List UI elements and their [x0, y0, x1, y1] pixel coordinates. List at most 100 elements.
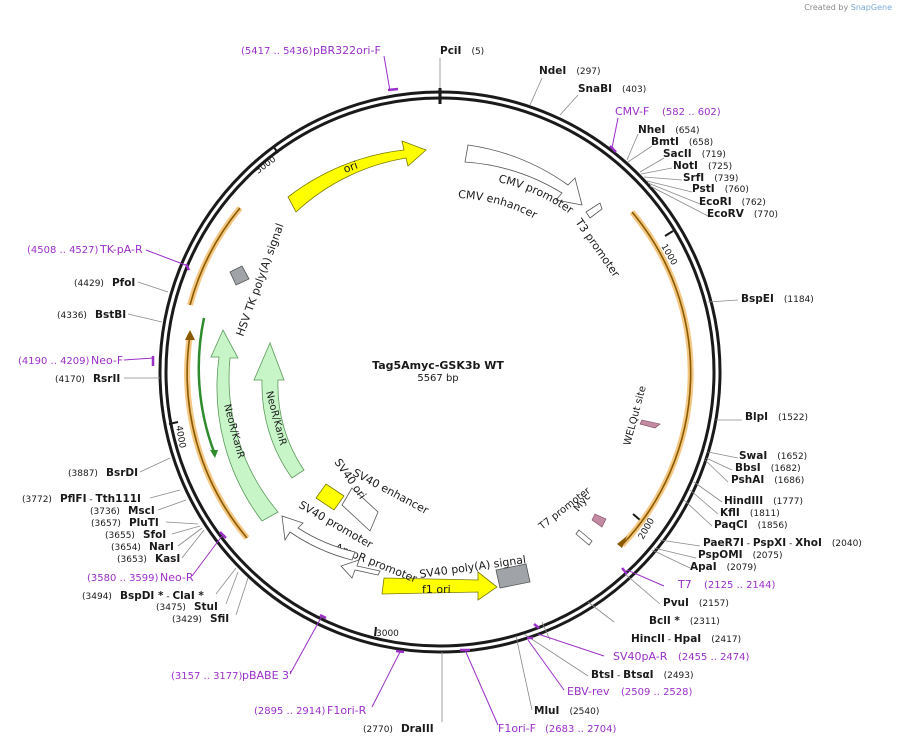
- leader-ecorv: [649, 185, 709, 217]
- primer-leader-ebv-rev: [527, 639, 565, 691]
- primer-range-t7: (2125 .. 2144): [704, 580, 776, 591]
- enzyme-labels: PciI(5) NdeI(297) SnaBI(403) NheI(654) B…: [22, 45, 862, 735]
- primer-name-t7: T7: [677, 578, 692, 591]
- primer-name-sv40pa-r: SV40pA-R: [613, 650, 668, 663]
- primer-name-cmv-f: CMV-F: [615, 105, 649, 118]
- leader-bspdi: [215, 567, 237, 595]
- leader-apai: [651, 549, 691, 569]
- leader-pluti: [165, 521, 199, 525]
- primer-mark-f1ori-r: [395, 649, 405, 654]
- tick-label-3000: 3000: [376, 629, 399, 639]
- myc-tag-feature: [591, 513, 607, 528]
- enzyme-srfi: SrfI(739): [683, 172, 738, 184]
- ori-feature: [287, 140, 427, 213]
- f1-ori-label: f1 ori: [422, 583, 451, 596]
- primer-name-tk-pa-r: TK-pA-R: [99, 243, 143, 256]
- primer-leader-t7: [626, 569, 665, 587]
- enzyme-msci: (3736)MscI: [90, 505, 155, 517]
- enzyme-bspdi: (3494)BspDI * - ClaI *: [82, 590, 204, 602]
- leader-hindiii: [693, 481, 723, 503]
- left-orf-feature: [186, 334, 248, 539]
- welqut-site-feature: [639, 419, 661, 429]
- neokanr-outer-feature: [210, 329, 279, 522]
- t3-promoter-label: T3 promoter: [572, 215, 623, 280]
- cmv-enhancer-feature: [464, 144, 583, 206]
- plasmid-name: Tag5Amyc-GSK3b WT: [372, 359, 504, 372]
- primer-leader-pbr322ori-f: [383, 55, 391, 92]
- enzyme-swai: SwaI(1652): [739, 450, 807, 462]
- enzyme-ecori: EcoRI(762): [699, 196, 766, 208]
- enzyme-rsrii: (4170)RsrII: [55, 373, 120, 385]
- enzyme-kfli: KflI(1811): [720, 507, 780, 519]
- neokanr-orf-arrowhead: [210, 450, 218, 458]
- backbone-inner-ring: [164, 96, 716, 648]
- enzyme-bsrdi: (3887)BsrDI: [68, 467, 138, 479]
- primer-mark-pbr322ori-f: [387, 87, 399, 92]
- enzyme-paqci: PaqCI(1856): [714, 519, 788, 531]
- leader-sfii: [235, 577, 249, 616]
- primer-range-pbabe3: (3157 .. 3177): [171, 671, 243, 682]
- enzyme-nhei: NheI(654): [638, 124, 700, 136]
- leader-btsi: [523, 633, 589, 677]
- leader-bspei: [707, 299, 739, 303]
- enzyme-psti: PstI(760): [692, 183, 749, 195]
- enzyme-nari: (3654)NarI: [111, 541, 174, 553]
- enzyme-stui: (3475)StuI: [156, 601, 218, 613]
- t3-promoter-feature: [585, 202, 603, 219]
- leader-sfoi: [171, 525, 201, 535]
- enzyme-bmti: BmtI(658): [651, 136, 713, 148]
- enzyme-bcli: BclI *(2311): [649, 615, 720, 627]
- primer-range-pbr322ori-f: (5417 .. 5436): [241, 46, 313, 57]
- primer-name-f1ori-r: F1ori-R: [327, 704, 367, 717]
- primer-leader-f1ori-r: [371, 651, 401, 708]
- leader-bstbi: [127, 313, 163, 323]
- leader-paer7i: [659, 539, 701, 547]
- enzyme-pfifi: (3772)PflFI - Tth111I: [22, 493, 141, 505]
- enzyme-leader-lines: [124, 58, 742, 722]
- enzyme-bbsi: BbsI(1682): [735, 462, 801, 474]
- brand-prefix: Created by: [804, 3, 849, 12]
- leader-pvui: [624, 573, 661, 605]
- primer-range-tk-pa-r: (4508 .. 4527): [27, 245, 99, 256]
- gsk3b-orf-outline: [619, 210, 694, 548]
- tick-5000: [272, 145, 279, 154]
- primer-leader-f1ori-f: [464, 649, 499, 726]
- enzyme-pfoi: (4429)PfoI: [74, 277, 135, 289]
- enzyme-kasi: (3653)KasI: [117, 553, 180, 565]
- leader-pshai: [704, 459, 729, 483]
- primer-range-cmv-f: (582 .. 602): [662, 107, 721, 118]
- tick-1000: [664, 230, 674, 237]
- leader-snabi: [559, 94, 579, 116]
- primer-range-neo-r: (3580 .. 3599): [87, 573, 159, 584]
- tick-3000: [374, 626, 377, 637]
- enzyme-noti: NotI(725): [673, 160, 732, 172]
- enzyme-snabi: SnaBI(403): [578, 83, 646, 95]
- left-upper-orf-feature: [189, 207, 241, 306]
- enzyme-draiii: (2770)DraIII: [363, 723, 434, 735]
- primer-leader-pbabe3: [289, 615, 323, 675]
- enzyme-ecorv: EcoRV(770): [707, 208, 778, 220]
- welqut-site-label: WELQut site: [622, 385, 648, 447]
- primer-leader-tk-pa-r: [145, 249, 189, 267]
- enzyme-pluti: (3657)PluTI: [91, 517, 159, 529]
- brand-name: SnapGene: [850, 3, 892, 12]
- enzyme-ndei: NdeI(297): [539, 65, 601, 77]
- primer-range-ebv-rev: (2509 .. 2528): [621, 687, 693, 698]
- enzyme-sfii: (3429)SfiI: [172, 613, 229, 625]
- leader-nhei: [626, 133, 639, 161]
- leader-msci: [157, 499, 187, 511]
- leader-bsrdi: [139, 457, 171, 473]
- primer-mark-cmv-f: [609, 145, 617, 153]
- primer-leader-neo-r: [191, 535, 223, 577]
- primer-mark-t7: [621, 567, 628, 575]
- left-orf-arrowhead: [185, 330, 195, 340]
- primer-leader-cmv-f: [611, 117, 619, 149]
- ori-label: ori: [342, 159, 360, 176]
- neokanr-orf-feature: [197, 317, 216, 453]
- leader-noti: [640, 167, 673, 175]
- primer-name-pbabe3: pBABE 3': [242, 669, 292, 682]
- primer-labels: (5417 .. 5436) pBR322ori-F CMV-F (582 ..…: [18, 44, 776, 735]
- primer-leader-neo-f: [123, 357, 155, 361]
- leader-bbsi: [705, 457, 733, 471]
